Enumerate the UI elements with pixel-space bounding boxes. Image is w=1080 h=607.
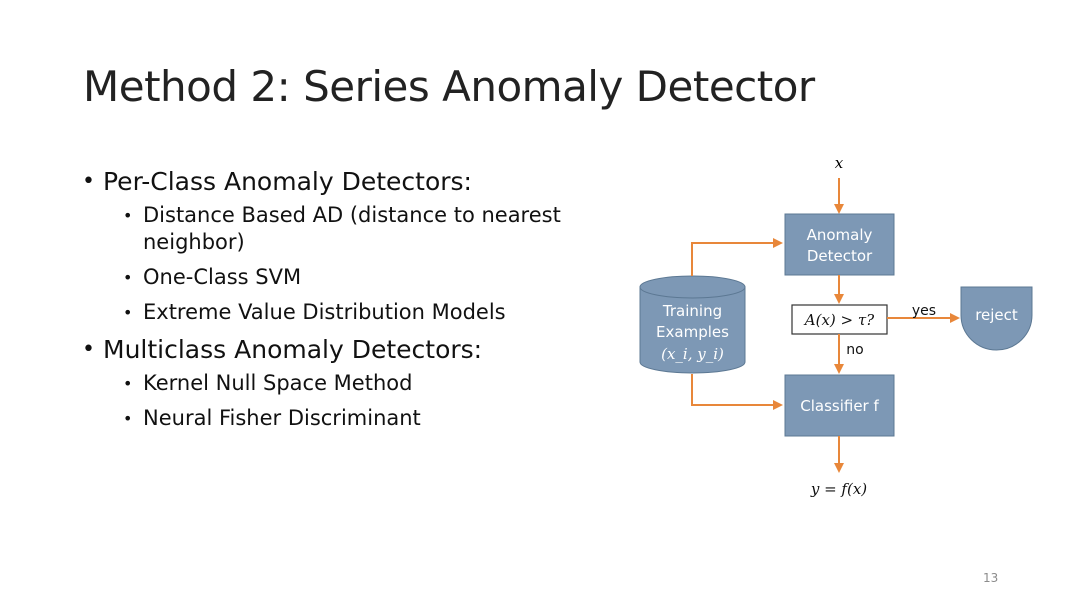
bullet-list: • Per-Class Anomaly Detectors: • Distanc… [82,166,602,440]
training-pair-label: (x_i, y_i) [661,345,724,363]
slide-title: Method 2: Series Anomaly Detector [83,62,815,111]
bullet-level1: • Per-Class Anomaly Detectors: [82,166,602,198]
slide-number: 13 [983,571,999,585]
arrow-training-to-detector [691,238,783,276]
threshold-test-label: A(x) > τ? [803,311,875,329]
bullet-group-per-class: • Per-Class Anomaly Detectors: • Distanc… [82,166,602,326]
bullet-level2: • Kernel Null Space Method [82,370,602,397]
anomaly-detector-label-line1: Anomaly [807,226,873,244]
classifier-label: Classifier f [800,397,879,415]
bullet-dot-icon: • [82,337,95,362]
bullet-text: Extreme Value Distribution Models [143,300,506,324]
training-label-line1: Training [662,302,722,320]
bullet-dot-icon: • [123,409,133,428]
anomaly-detector-label-line2: Detector [807,247,873,265]
bullet-level2: • Distance Based AD (distance to nearest… [82,202,602,256]
input-x-label: x [835,154,844,172]
reject-label: reject [975,306,1018,324]
training-examples-cylinder: Training Examples (x_i, y_i) [639,275,746,374]
arrow-training-to-classifier [691,374,783,410]
bullet-level2: • Neural Fisher Discriminant [82,405,602,432]
bullet-text: Multiclass Anomaly Detectors: [103,335,483,364]
bullet-group-multiclass: • Multiclass Anomaly Detectors: • Kernel… [82,334,602,432]
threshold-test-box: A(x) > τ? [791,304,888,335]
bullet-text: Neural Fisher Discriminant [143,406,421,430]
bullet-dot-icon: • [123,206,133,225]
bullet-text: Per-Class Anomaly Detectors: [103,167,472,196]
no-label: no [846,342,863,358]
bullet-dot-icon: • [82,169,95,194]
bullet-level2: • Extreme Value Distribution Models [82,299,602,326]
bullet-level2: • One-Class SVM [82,264,602,291]
anomaly-detector-box: Anomaly Detector [784,213,895,276]
training-label-line2: Examples [656,323,729,341]
yes-label: yes [912,303,936,319]
bullet-level1: • Multiclass Anomaly Detectors: [82,334,602,366]
bullet-text: One-Class SVM [143,265,302,289]
classifier-box: Classifier f [784,374,895,437]
output-label: y = f(x) [810,480,867,498]
bullet-dot-icon: • [123,268,133,287]
bullet-dot-icon: • [123,374,133,393]
bullet-text: Kernel Null Space Method [143,371,413,395]
bullet-dot-icon: • [123,303,133,322]
reject-node: reject [960,286,1033,351]
bullet-text: Distance Based AD (distance to nearest n… [143,203,561,254]
